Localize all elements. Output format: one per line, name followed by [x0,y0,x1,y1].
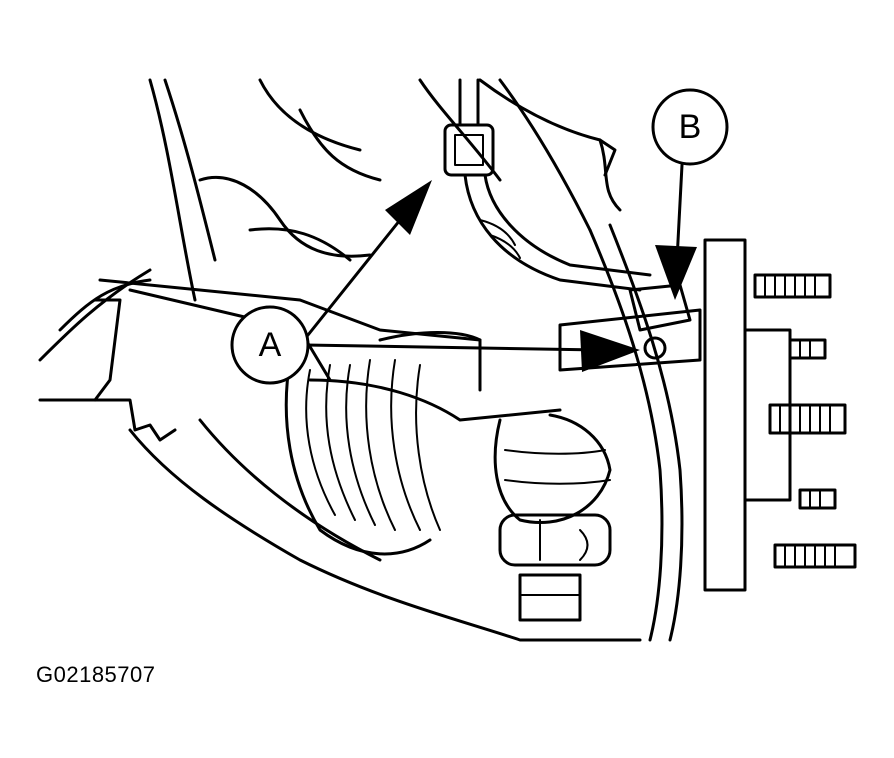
callout-b-circle [651,88,729,166]
wheel-stud [768,403,847,435]
wheel-stud [773,543,857,569]
callout-a-label: A [259,326,282,364]
tie-rod-arm [93,278,562,422]
callout-b-label: B [679,108,702,146]
wheel-stud [753,273,832,299]
callout-a: A [230,180,640,385]
callout-b: B [651,88,729,300]
callout-a-circle [230,305,310,385]
brake-hose [443,78,652,292]
bracket [558,283,702,372]
knuckle-body [38,78,642,642]
wheel-stud [798,488,837,510]
arrow-head-b-down [655,245,697,300]
wheel-hub [703,238,857,592]
wheel-stud [788,338,827,360]
arrow-head-a-up [385,180,432,235]
arrow-head-a-right [580,330,640,372]
figure-code: G02185707 [36,662,156,687]
ball-joint [493,413,612,622]
rubber-boot [284,331,482,556]
